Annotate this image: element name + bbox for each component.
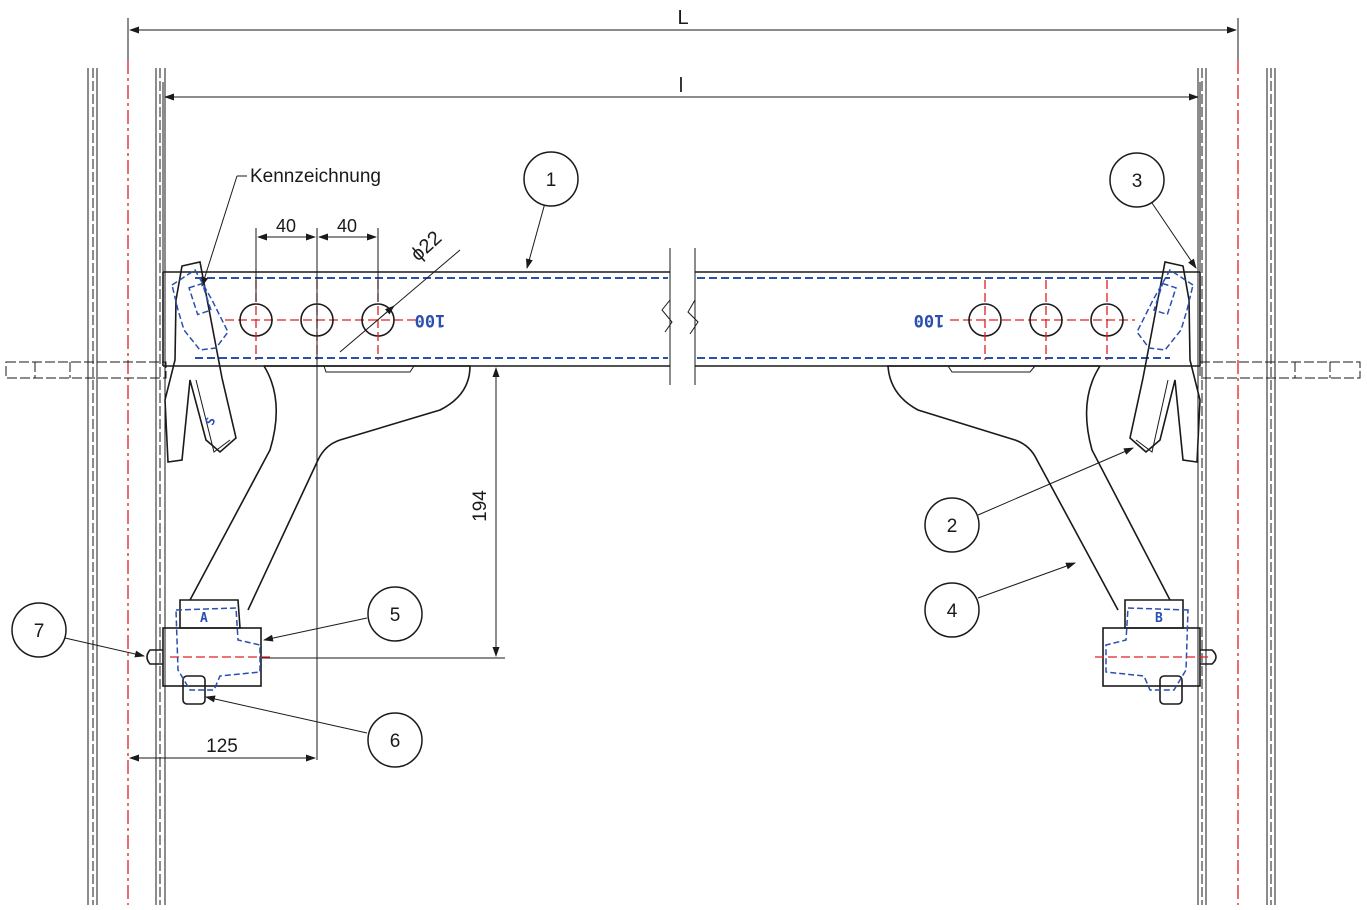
beam <box>162 248 1201 385</box>
deck-board-right <box>1199 361 1361 379</box>
letter-b: B <box>1155 611 1163 626</box>
holes-right <box>950 280 1135 360</box>
marking-callout: Kennzeichnung <box>201 166 381 287</box>
callout-2-label: 2 <box>947 516 958 537</box>
right-upright <box>1197 68 1276 905</box>
callout-1-label: 1 <box>546 170 557 191</box>
letter-a: A <box>200 611 208 626</box>
engraving-right: 100 <box>914 310 945 330</box>
dimension-40-40: 40 40 <box>255 216 379 760</box>
dimension-194-label: 194 <box>470 490 491 522</box>
dimension-L: L <box>127 7 1239 60</box>
holes-left <box>225 280 420 360</box>
right-clamp: B <box>1095 599 1217 705</box>
right-connector <box>1129 261 1201 463</box>
letter-s-left: S <box>203 415 219 427</box>
left-clamp: A <box>146 599 270 705</box>
right-bracket <box>887 365 1171 611</box>
callout-5: 5 <box>367 586 423 642</box>
marking-label: Kennzeichnung <box>250 166 381 187</box>
dimension-125-label: 125 <box>206 736 238 757</box>
callout-7: 7 <box>11 602 67 658</box>
dimension-l: l <box>162 75 1201 272</box>
dimension-40-left-label: 40 <box>276 216 296 236</box>
callout-3-label: 3 <box>1132 171 1143 192</box>
diameter-label: ϕ22 <box>407 227 447 266</box>
callout-2: 2 <box>924 497 980 553</box>
callout-6-label: 6 <box>390 731 401 752</box>
left-upright <box>87 68 166 905</box>
dimension-40-right-label: 40 <box>337 216 357 236</box>
engraving-left: 100 <box>415 310 446 330</box>
deck-board-left <box>5 361 167 379</box>
callout-4-label: 4 <box>947 601 958 622</box>
callout-1: 1 <box>523 151 579 207</box>
callout-4: 4 <box>924 582 980 638</box>
callout-leaders <box>64 202 1197 734</box>
callout-7-label: 7 <box>34 621 45 642</box>
dimension-194: 194 <box>262 367 505 659</box>
dimension-diameter-22: ϕ22 <box>339 227 461 353</box>
callout-5-label: 5 <box>390 605 401 626</box>
dimension-125: 125 <box>129 736 316 762</box>
left-connector: S <box>164 261 237 463</box>
dimension-l-label: l <box>679 75 683 97</box>
dimension-L-label: L <box>677 7 688 29</box>
left-bracket <box>189 365 471 611</box>
callout-3: 3 <box>1109 152 1165 208</box>
callout-6: 6 <box>367 712 423 768</box>
